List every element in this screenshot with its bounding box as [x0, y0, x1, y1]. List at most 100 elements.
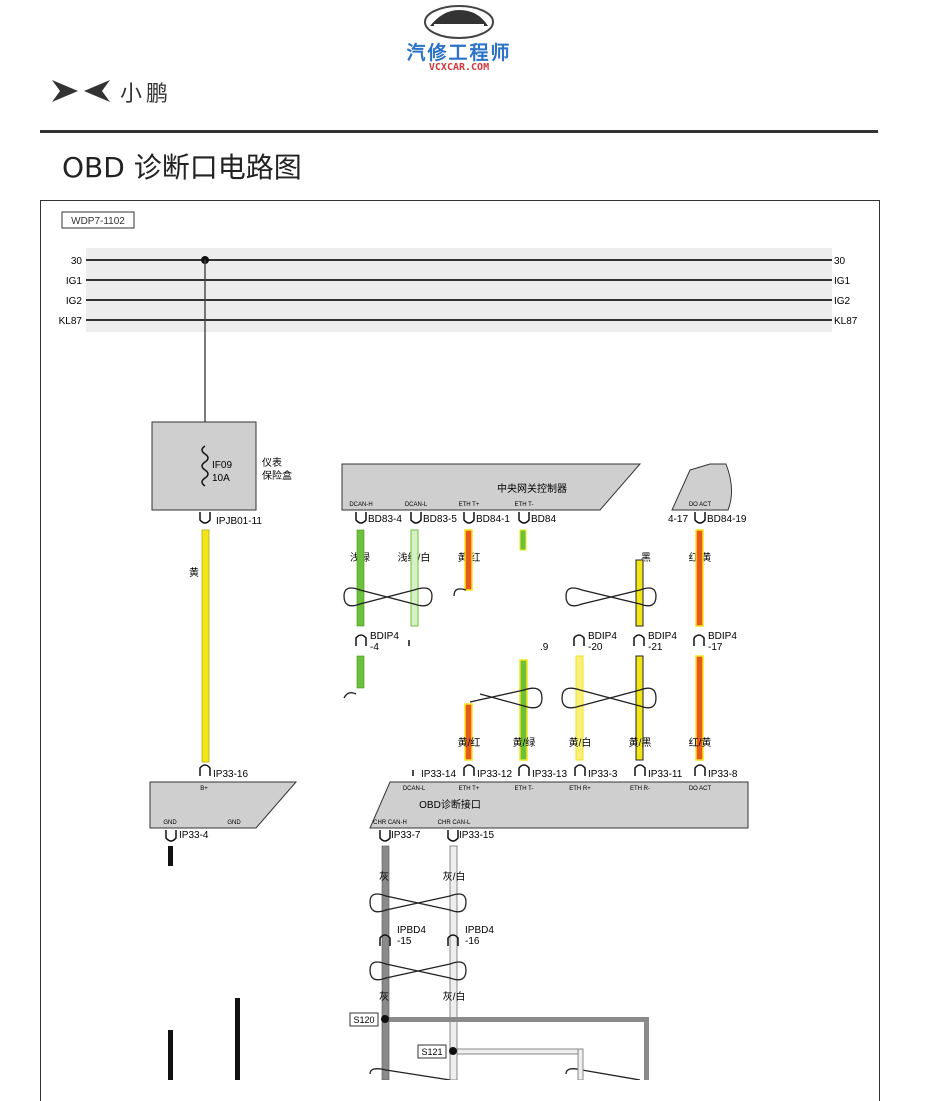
twisted-pair-icon [343, 587, 433, 607]
xpeng-logo-icon [52, 80, 110, 102]
connector-id: BD83-5 [423, 514, 457, 525]
connector-id: 4-17 [668, 514, 688, 525]
twisted-pair-icon [565, 587, 657, 607]
connector-terminal-icon [199, 764, 211, 776]
obd-pin-label: ETH T+ [459, 786, 480, 792]
obd-pin-label: ETH R+ [569, 786, 591, 792]
connector-id: IP33-13 [532, 769, 567, 780]
upper-wires [356, 529, 704, 627]
rail-label-right: 30 [834, 256, 846, 267]
splices: S120 S121 [349, 1012, 649, 1080]
rail-label-left: IG2 [66, 296, 83, 307]
wire-color-label: 黄/白 [569, 736, 592, 749]
connector-terminal-icon [447, 934, 459, 946]
connector-terminal-icon [574, 764, 586, 776]
splice-tag [349, 1012, 379, 1027]
connector-terminal-icon [633, 634, 645, 646]
connector-id: BDIP4 [370, 631, 399, 642]
connector-terminal-icon [355, 512, 367, 524]
wire-red-yellow [695, 655, 704, 761]
gateway-pin-label: ETH T+ [459, 502, 480, 508]
connector-pin: -17 [708, 642, 723, 653]
connector-pin: -20 [588, 642, 603, 653]
twisted-pair-icon [369, 893, 467, 913]
obd-pin-label: CHR CAN-H [373, 820, 407, 826]
fuse-box-label-2: 保险盒 [262, 469, 292, 482]
connector-terminal-icon [518, 764, 530, 776]
connector-id: IP33-16 [213, 769, 248, 780]
wire-yellow-white [575, 655, 584, 761]
connector-terminal-icon [379, 934, 391, 946]
wire-graywhite-branch [577, 1048, 584, 1080]
connector-id: BDIP4 [708, 631, 737, 642]
connector-id: IP33-14 [421, 769, 456, 780]
splice-id: S121 [421, 1047, 442, 1057]
connector-pin: -15 [397, 936, 412, 947]
wire-black-gnd [168, 1030, 173, 1080]
wire-red-yellow [695, 529, 704, 627]
rail-label-left: IG1 [66, 276, 83, 287]
connector-terminal-icon [447, 830, 459, 842]
wire-black-gnd [168, 846, 173, 866]
twisted-pair-icon [565, 1068, 641, 1080]
obd-module [369, 781, 749, 829]
wire-yellow-bplus [201, 529, 210, 763]
brand-logo: 小鹏 [50, 76, 230, 108]
watermark-site-text: VCXCAR.COM [428, 62, 490, 73]
obd-top-connectors: IP33-16 IP33-14 IP33-12 IP33-13 IP33-3 I… [199, 764, 738, 780]
gateway-pin-label: DCAN-L [405, 502, 428, 508]
twisted-pair-symbols-lower [343, 687, 657, 709]
connector-terminal-icon [573, 634, 585, 646]
connector-pin: .9 [540, 642, 549, 653]
power-rails: 30 IG1 IG2 KL87 30 IG1 IG2 KL87 [59, 256, 858, 327]
wire-yellow-green [519, 529, 527, 551]
watermark-brand-text: 汽修工程师 [406, 42, 512, 64]
wire-yellow-black [635, 655, 644, 761]
fuse-icon [201, 445, 209, 487]
obd-pin-label: B+ [200, 786, 208, 792]
connector-terminal-icon [693, 634, 705, 646]
obd-pin-label: CHR CAN-L [438, 820, 471, 826]
connector-id: IPBD4 [465, 925, 494, 936]
wire-gray-branch [644, 1017, 649, 1080]
twisted-pair-icon [561, 687, 657, 709]
connector-pin: -4 [370, 642, 379, 653]
splice-dot [381, 1015, 389, 1023]
wire-color-label: 红/黄 [689, 736, 712, 749]
gateway-connectors: BD83-4 BD83-5 BD84-1 BD84 4-17 BD84-19 [355, 512, 747, 525]
splice-id: S120 [353, 1015, 374, 1025]
gateway-pin-label: ETH T- [515, 502, 534, 508]
connector-terminal-icon [463, 512, 475, 524]
wire-color-label: 灰/白 [443, 870, 466, 883]
wire-color-label: 黄 [189, 566, 199, 579]
obd-pin-label: DCAN-L [403, 786, 426, 792]
diagram-code: WDP7-1102 [71, 216, 125, 227]
connector-id: BD84-1 [476, 514, 510, 525]
connector-id: IP33-4 [179, 830, 209, 841]
connector-id: IPBD4 [397, 925, 426, 936]
connector-id: IP33-8 [708, 769, 738, 780]
connector-id: BDIP4 [648, 631, 677, 642]
obd-port-name: OBD诊断接口 [419, 798, 481, 811]
gateway-pin-label: DO ACT [689, 502, 712, 508]
rail-label-right: IG1 [834, 276, 851, 287]
connector-pin: -16 [465, 936, 480, 947]
rail-label-left: KL87 [59, 316, 83, 327]
fuse-output-pin: IPJB01-11 [216, 516, 262, 527]
connector-terminal-icon [199, 512, 211, 524]
twisted-pair-symbols [343, 587, 657, 607]
wire-black-gnd [235, 998, 240, 1080]
brand-name: 小鹏 [120, 82, 173, 107]
wire-color-label: 灰 [379, 870, 389, 883]
wire-yellow-red [464, 529, 473, 591]
fuse-box [151, 421, 257, 511]
gateway-module-end [671, 463, 732, 511]
header-divider [40, 130, 878, 133]
inline-connectors-bdip4: BDIP4 -4 .9 BDIP4 -20 BDIP4 -21 BDIP4 -1… [355, 631, 737, 653]
connector-terminal-icon [634, 764, 646, 776]
obd-module-left [149, 781, 298, 829]
connector-terminal-icon [463, 764, 475, 776]
obd-pin-label: GND [227, 820, 241, 826]
connector-terminal-icon [410, 512, 422, 524]
